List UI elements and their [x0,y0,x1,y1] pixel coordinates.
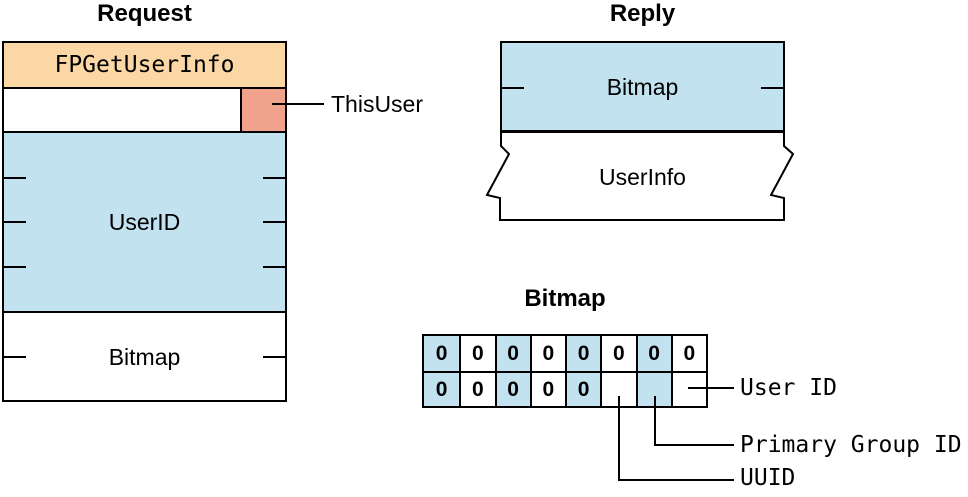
bit-cell: 0 [494,371,530,406]
request-userid-field: UserID [4,131,285,311]
bit-cell: 0 [529,336,565,371]
reply-bitmap-field: Bitmap [500,41,785,132]
bit-cell: 0 [529,371,565,406]
bit-cell: 0 [670,336,706,371]
primary-group-id-leader-line-vertical [654,396,656,446]
byte-tick [761,87,785,89]
reply-userinfo-variable-length-shape [485,131,795,221]
bit-cell: 0 [424,336,460,371]
primary-group-id-leader-line [654,444,734,446]
uuid-leader-line-vertical [618,396,620,481]
bit-cell-uuid [600,371,636,406]
user-id-leader-line [688,387,734,389]
bit-cell: 0 [424,371,460,406]
bit-cell-primary-group-id [635,371,671,406]
reply-bitmap-label: Bitmap [606,73,679,100]
uuid-callout-label: UUID [740,465,796,491]
byte-tick [2,177,26,179]
request-bitmap-field: Bitmap [4,311,285,400]
this-user-leader-line [272,103,324,105]
request-title: Request [97,0,192,27]
byte-tick [2,266,26,268]
bit-cell: 0 [565,371,601,406]
bit-cell: 0 [635,336,671,371]
reply-userinfo-label: UserInfo [599,164,686,190]
this-user-callout-label: ThisUser [331,91,424,117]
request-opcode-row: FPGetUserInfo [4,43,285,87]
byte-tick [2,356,26,358]
request-userid-label: UserID [108,209,181,235]
bit-cell-user-id [670,371,706,406]
byte-tick [263,266,287,268]
this-user-flag-cell [240,89,285,131]
bit-cell: 0 [600,336,635,371]
byte-tick [2,221,26,223]
request-bitmap-label: Bitmap [108,343,181,370]
user-id-callout-label: User ID [740,375,837,401]
request-flags-row [4,87,285,131]
uuid-leader-line [618,479,734,481]
bitmap-detail-title: Bitmap [524,285,606,312]
byte-tick [500,87,524,89]
byte-tick [263,356,287,358]
bit-cell: 0 [459,336,494,371]
byte-tick [263,221,287,223]
byte-tick [263,177,287,179]
bit-cell: 0 [494,336,530,371]
bit-cell: 0 [565,336,601,371]
request-opcode-label: FPGetUserInfo [54,52,235,78]
request-packet-box: FPGetUserInfo UserID Bitmap [2,41,287,402]
primary-group-id-callout-label: Primary Group ID [740,432,962,458]
reply-title: Reply [609,0,676,27]
bitmap-bit-table: 0 0 0 0 0 0 0 0 0 0 0 0 0 [422,334,708,408]
bit-cell: 0 [459,371,495,406]
